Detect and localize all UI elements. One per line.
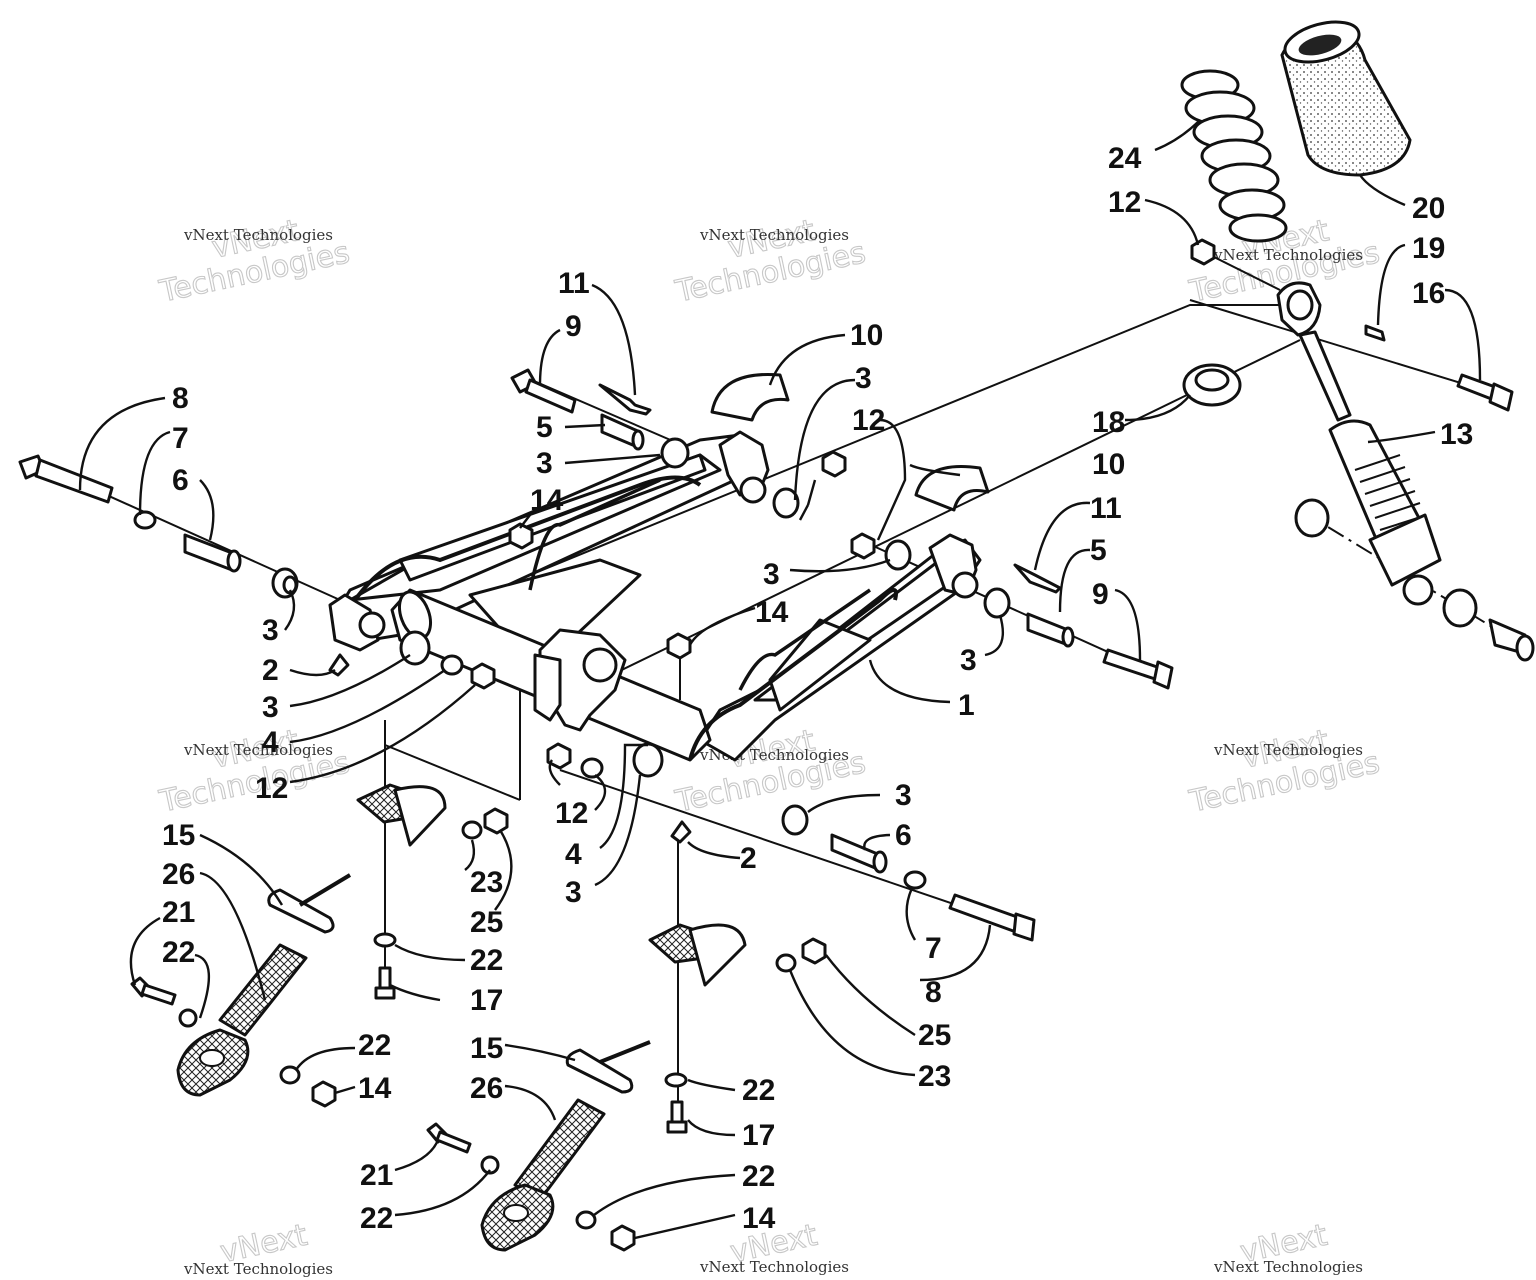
shock-assembly	[1180, 20, 1535, 662]
callout-18: 18	[1092, 406, 1125, 439]
rail-assembly	[328, 430, 982, 762]
callout-9: 9	[565, 310, 582, 343]
callout-labels: 1 2 2 3 3 3 3 3 3 3 3 4 4 5 5 6 6 7 7 8 …	[162, 142, 1473, 1235]
callout-15: 15	[162, 819, 195, 852]
callout-25: 25	[470, 906, 503, 939]
footrest-left	[130, 783, 509, 1108]
callout-11: 11	[1090, 492, 1122, 525]
watermark-small: vNext Technologies	[183, 226, 333, 244]
callout-13: 13	[1440, 418, 1473, 451]
callout-3: 3	[763, 558, 780, 591]
callout-6: 6	[895, 819, 912, 852]
callout-3: 3	[565, 876, 582, 909]
callout-9: 9	[1092, 578, 1109, 611]
callout-3: 3	[855, 362, 872, 395]
callout-1: 1	[958, 689, 975, 722]
callout-4: 4	[262, 726, 279, 759]
watermark-small: vNext Technologies	[1213, 1258, 1363, 1276]
hardware	[18, 368, 1174, 942]
watermark-small: vNext Technologies	[699, 1258, 849, 1276]
callout-22: 22	[358, 1029, 391, 1062]
footrest-right	[426, 923, 827, 1252]
callout-3: 3	[895, 779, 912, 812]
watermarks: vNext Technologies vNext Technologies vN…	[155, 213, 1383, 1278]
callout-20: 20	[1412, 192, 1445, 225]
callout-12: 12	[1108, 186, 1141, 219]
callout-25: 25	[918, 1019, 951, 1052]
callout-12: 12	[852, 404, 885, 437]
callout-23: 23	[918, 1060, 951, 1093]
callout-14: 14	[358, 1072, 392, 1105]
watermark-small: vNext Technologies	[699, 226, 849, 244]
callout-16: 16	[1412, 277, 1445, 310]
callout-21: 21	[162, 896, 195, 929]
callout-21: 21	[360, 1159, 393, 1192]
callout-14: 14	[755, 596, 789, 629]
callout-3: 3	[536, 447, 553, 480]
callout-8: 8	[925, 976, 942, 1009]
callout-7: 7	[925, 932, 942, 965]
callout-7: 7	[172, 422, 189, 455]
callout-22: 22	[742, 1160, 775, 1193]
callout-17: 17	[742, 1119, 775, 1152]
watermark-small: vNext Technologies	[183, 741, 333, 759]
spring	[1180, 69, 1288, 243]
callout-24: 24	[1108, 142, 1142, 175]
callout-6: 6	[172, 464, 189, 497]
callout-23: 23	[470, 866, 503, 899]
watermark-small: vNext Technologies	[1213, 246, 1363, 264]
callout-2: 2	[262, 654, 279, 687]
callout-12: 12	[555, 797, 588, 830]
callout-5: 5	[536, 411, 553, 444]
callout-8: 8	[172, 382, 189, 415]
callout-14: 14	[530, 484, 564, 517]
callout-4: 4	[565, 838, 582, 871]
callout-15: 15	[470, 1032, 503, 1065]
callout-14: 14	[742, 1202, 776, 1235]
watermark-small: vNext Technologies	[1213, 741, 1363, 759]
callout-3: 3	[262, 614, 279, 647]
callout-26: 26	[470, 1072, 503, 1105]
callout-10: 10	[850, 319, 883, 352]
callout-3: 3	[262, 691, 279, 724]
callout-2: 2	[740, 842, 757, 875]
callout-12: 12	[255, 772, 288, 805]
callout-5: 5	[1090, 534, 1107, 567]
callout-22: 22	[360, 1202, 393, 1235]
leader-lines	[78, 119, 1482, 1240]
callout-22: 22	[470, 944, 503, 977]
callout-26: 26	[162, 858, 195, 891]
callout-3: 3	[960, 644, 977, 677]
watermark-small: vNext Technologies	[183, 1260, 333, 1278]
callout-17: 17	[470, 984, 503, 1017]
callout-10: 10	[1092, 448, 1125, 481]
callout-11: 11	[558, 267, 590, 300]
callout-22: 22	[162, 936, 195, 969]
callout-22: 22	[742, 1074, 775, 1107]
callout-19: 19	[1412, 232, 1445, 265]
